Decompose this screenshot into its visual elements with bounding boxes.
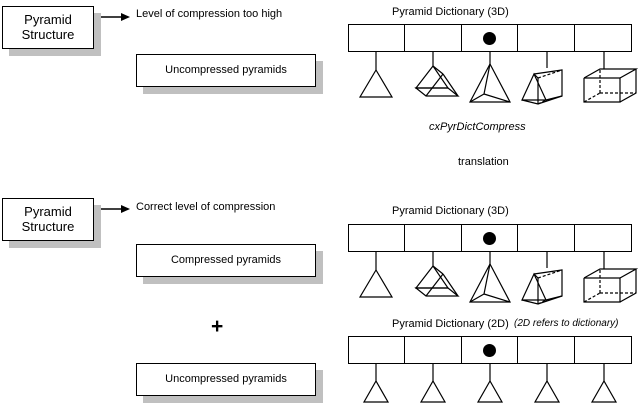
uncompressed-pyramids-label-2: Uncompressed pyramids [165,373,287,386]
dictionary-2d-title: Pyramid Dictionary (2D) [392,318,509,330]
entry-glyph-triangular-prism [414,64,460,97]
compressed-pyramids-label: Compressed pyramids [170,254,282,267]
caption-too-high: Level of compression too high [136,8,283,20]
dictionary-cell[interactable] [575,337,631,363]
dictionary-cell[interactable] [518,225,575,251]
entry-glyph-wedge-prism [521,269,563,305]
dictionary-cell-marked[interactable] [462,225,519,251]
dictionary-cell[interactable] [405,25,462,51]
translation-label: translation [458,156,509,168]
pyramid-structure-box-2[interactable]: Pyramid Structure [2,198,94,241]
uncompressed-pyramids-label-1: Uncompressed pyramids [165,64,287,77]
dictionary-cell[interactable] [575,225,631,251]
dictionary-cells-2d [348,336,632,364]
plus-sign: + [211,315,224,338]
entry-glyph-triangle [476,379,504,403]
dictionary-entries-3d-1 [358,52,638,105]
uncompressed-pyramids-box-1[interactable]: Uncompressed pyramids [136,54,316,87]
entry-glyph-triangle [590,379,618,403]
dictionary-3d-title-1: Pyramid Dictionary (3D) [392,6,509,18]
dictionary-entries-2d [362,364,618,403]
entry-glyph-cuboid [583,268,638,303]
dictionary-cells-2 [348,224,632,252]
dictionary-cell-marked[interactable] [462,337,519,363]
dictionary-cell[interactable] [405,225,462,251]
dictionary-3d-title-2: Pyramid Dictionary (3D) [392,205,509,217]
selection-dot-icon [483,231,497,245]
dictionary-cell[interactable] [349,225,406,251]
right-arrow-icon-1 [100,13,130,21]
dictionary-cell[interactable] [349,25,406,51]
entry-glyph-cuboid [583,68,638,103]
right-arrow-icon-2 [100,205,130,213]
dictionary-2d-note: (2D refers to dictionary) [514,318,619,329]
pyramid-structure-line2-2: Structure [21,218,75,234]
selection-dot-icon [483,31,497,45]
entry-glyph-triangle [362,379,390,403]
dictionary-cell[interactable] [575,25,631,51]
dictionary-entries-3d-2 [358,252,638,305]
entry-glyph-wedge-prism [521,69,563,105]
dictionary-cell[interactable] [349,337,406,363]
pyramid-structure-line2: Structure [21,26,75,42]
dictionary-cell[interactable] [518,337,575,363]
selection-dot-icon [483,343,497,357]
entry-glyph-triangle [358,268,394,298]
uncompressed-pyramids-box-2[interactable]: Uncompressed pyramids [136,363,316,396]
caption-correct-level: Correct level of compression [136,201,276,213]
entry-glyph-square-pyramid [469,62,511,103]
entry-glyph-triangle [533,379,561,403]
dictionary-cells-1 [348,24,632,52]
pyramid-structure-label-1: Pyramid Structure [21,11,75,43]
compressed-pyramids-box[interactable]: Compressed pyramids [136,244,316,277]
pyramid-structure-label-2: Pyramid Structure [21,203,75,235]
entry-glyph-triangle [358,68,394,98]
function-name-label: cxPyrDictCompress [429,121,526,133]
entry-glyph-triangular-prism [414,264,460,297]
entry-glyph-triangle [419,379,447,403]
pyramid-structure-line1-2: Pyramid [24,203,72,219]
dictionary-cell[interactable] [405,337,462,363]
dictionary-cell[interactable] [518,25,575,51]
dictionary-cell-marked[interactable] [462,25,519,51]
pyramid-structure-box-1[interactable]: Pyramid Structure [2,6,94,49]
pyramid-structure-line1: Pyramid [24,11,72,27]
entry-glyph-square-pyramid [469,262,511,303]
